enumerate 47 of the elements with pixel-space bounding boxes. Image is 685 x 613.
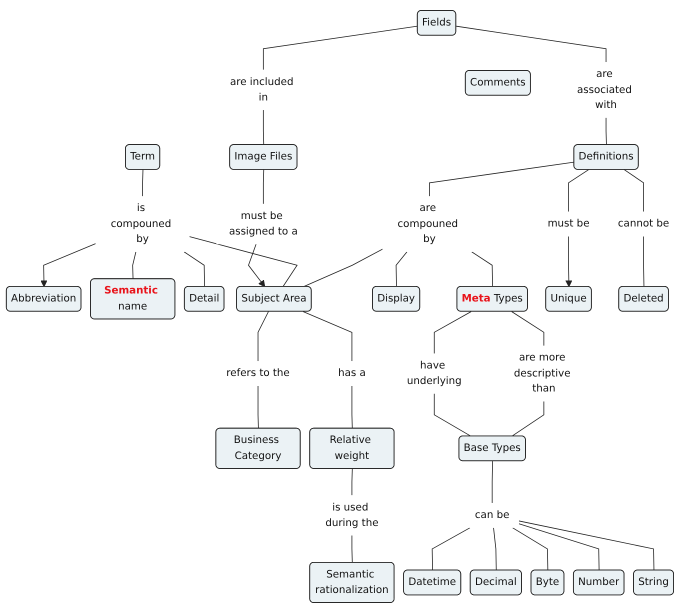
arrow: [565, 236, 572, 288]
node-text: has a: [338, 367, 366, 380]
node-text: are more descriptive than: [514, 352, 571, 395]
connector: [511, 311, 544, 346]
connector: [606, 117, 607, 146]
connector: [258, 311, 269, 362]
connector: [352, 468, 353, 496]
connector: [434, 311, 472, 354]
connector: [492, 460, 493, 504]
connector: [262, 169, 264, 204]
arrow: [40, 243, 96, 288]
connector: [624, 169, 644, 212]
node-text: refers to the: [226, 367, 290, 380]
connector: [302, 248, 383, 288]
connector: [518, 523, 600, 571]
connector: [493, 527, 497, 571]
node-text: is used during the: [325, 502, 379, 529]
node-text: are compouned by: [398, 202, 458, 246]
node-text: can be: [474, 509, 510, 522]
arrow: [248, 244, 266, 288]
connector: [518, 520, 654, 571]
node-text: have underlying: [406, 360, 462, 387]
connector: [432, 527, 470, 571]
connector: [189, 236, 298, 288]
connector: [302, 311, 352, 362]
node-text: are included in: [230, 76, 294, 104]
connector: [142, 169, 144, 197]
node-text: must be: [548, 218, 590, 230]
connector: [352, 386, 353, 429]
connector: [434, 393, 472, 437]
connector: [643, 236, 644, 288]
connector: [512, 527, 548, 571]
connector: [511, 400, 544, 437]
connector: [429, 162, 575, 197]
node-text: are associated with: [576, 68, 632, 112]
node-text: must be assigned to a: [228, 210, 298, 238]
connector: [456, 26, 606, 62]
connector: [396, 251, 408, 288]
node-text: cannot be: [618, 218, 670, 230]
node-text: is compouned by: [110, 202, 172, 246]
connector: [471, 251, 493, 288]
connector: [132, 251, 136, 280]
connector: [262, 26, 418, 70]
connector: [352, 535, 353, 564]
connector: [258, 386, 259, 429]
connector: [184, 251, 205, 288]
connector: [262, 110, 264, 146]
